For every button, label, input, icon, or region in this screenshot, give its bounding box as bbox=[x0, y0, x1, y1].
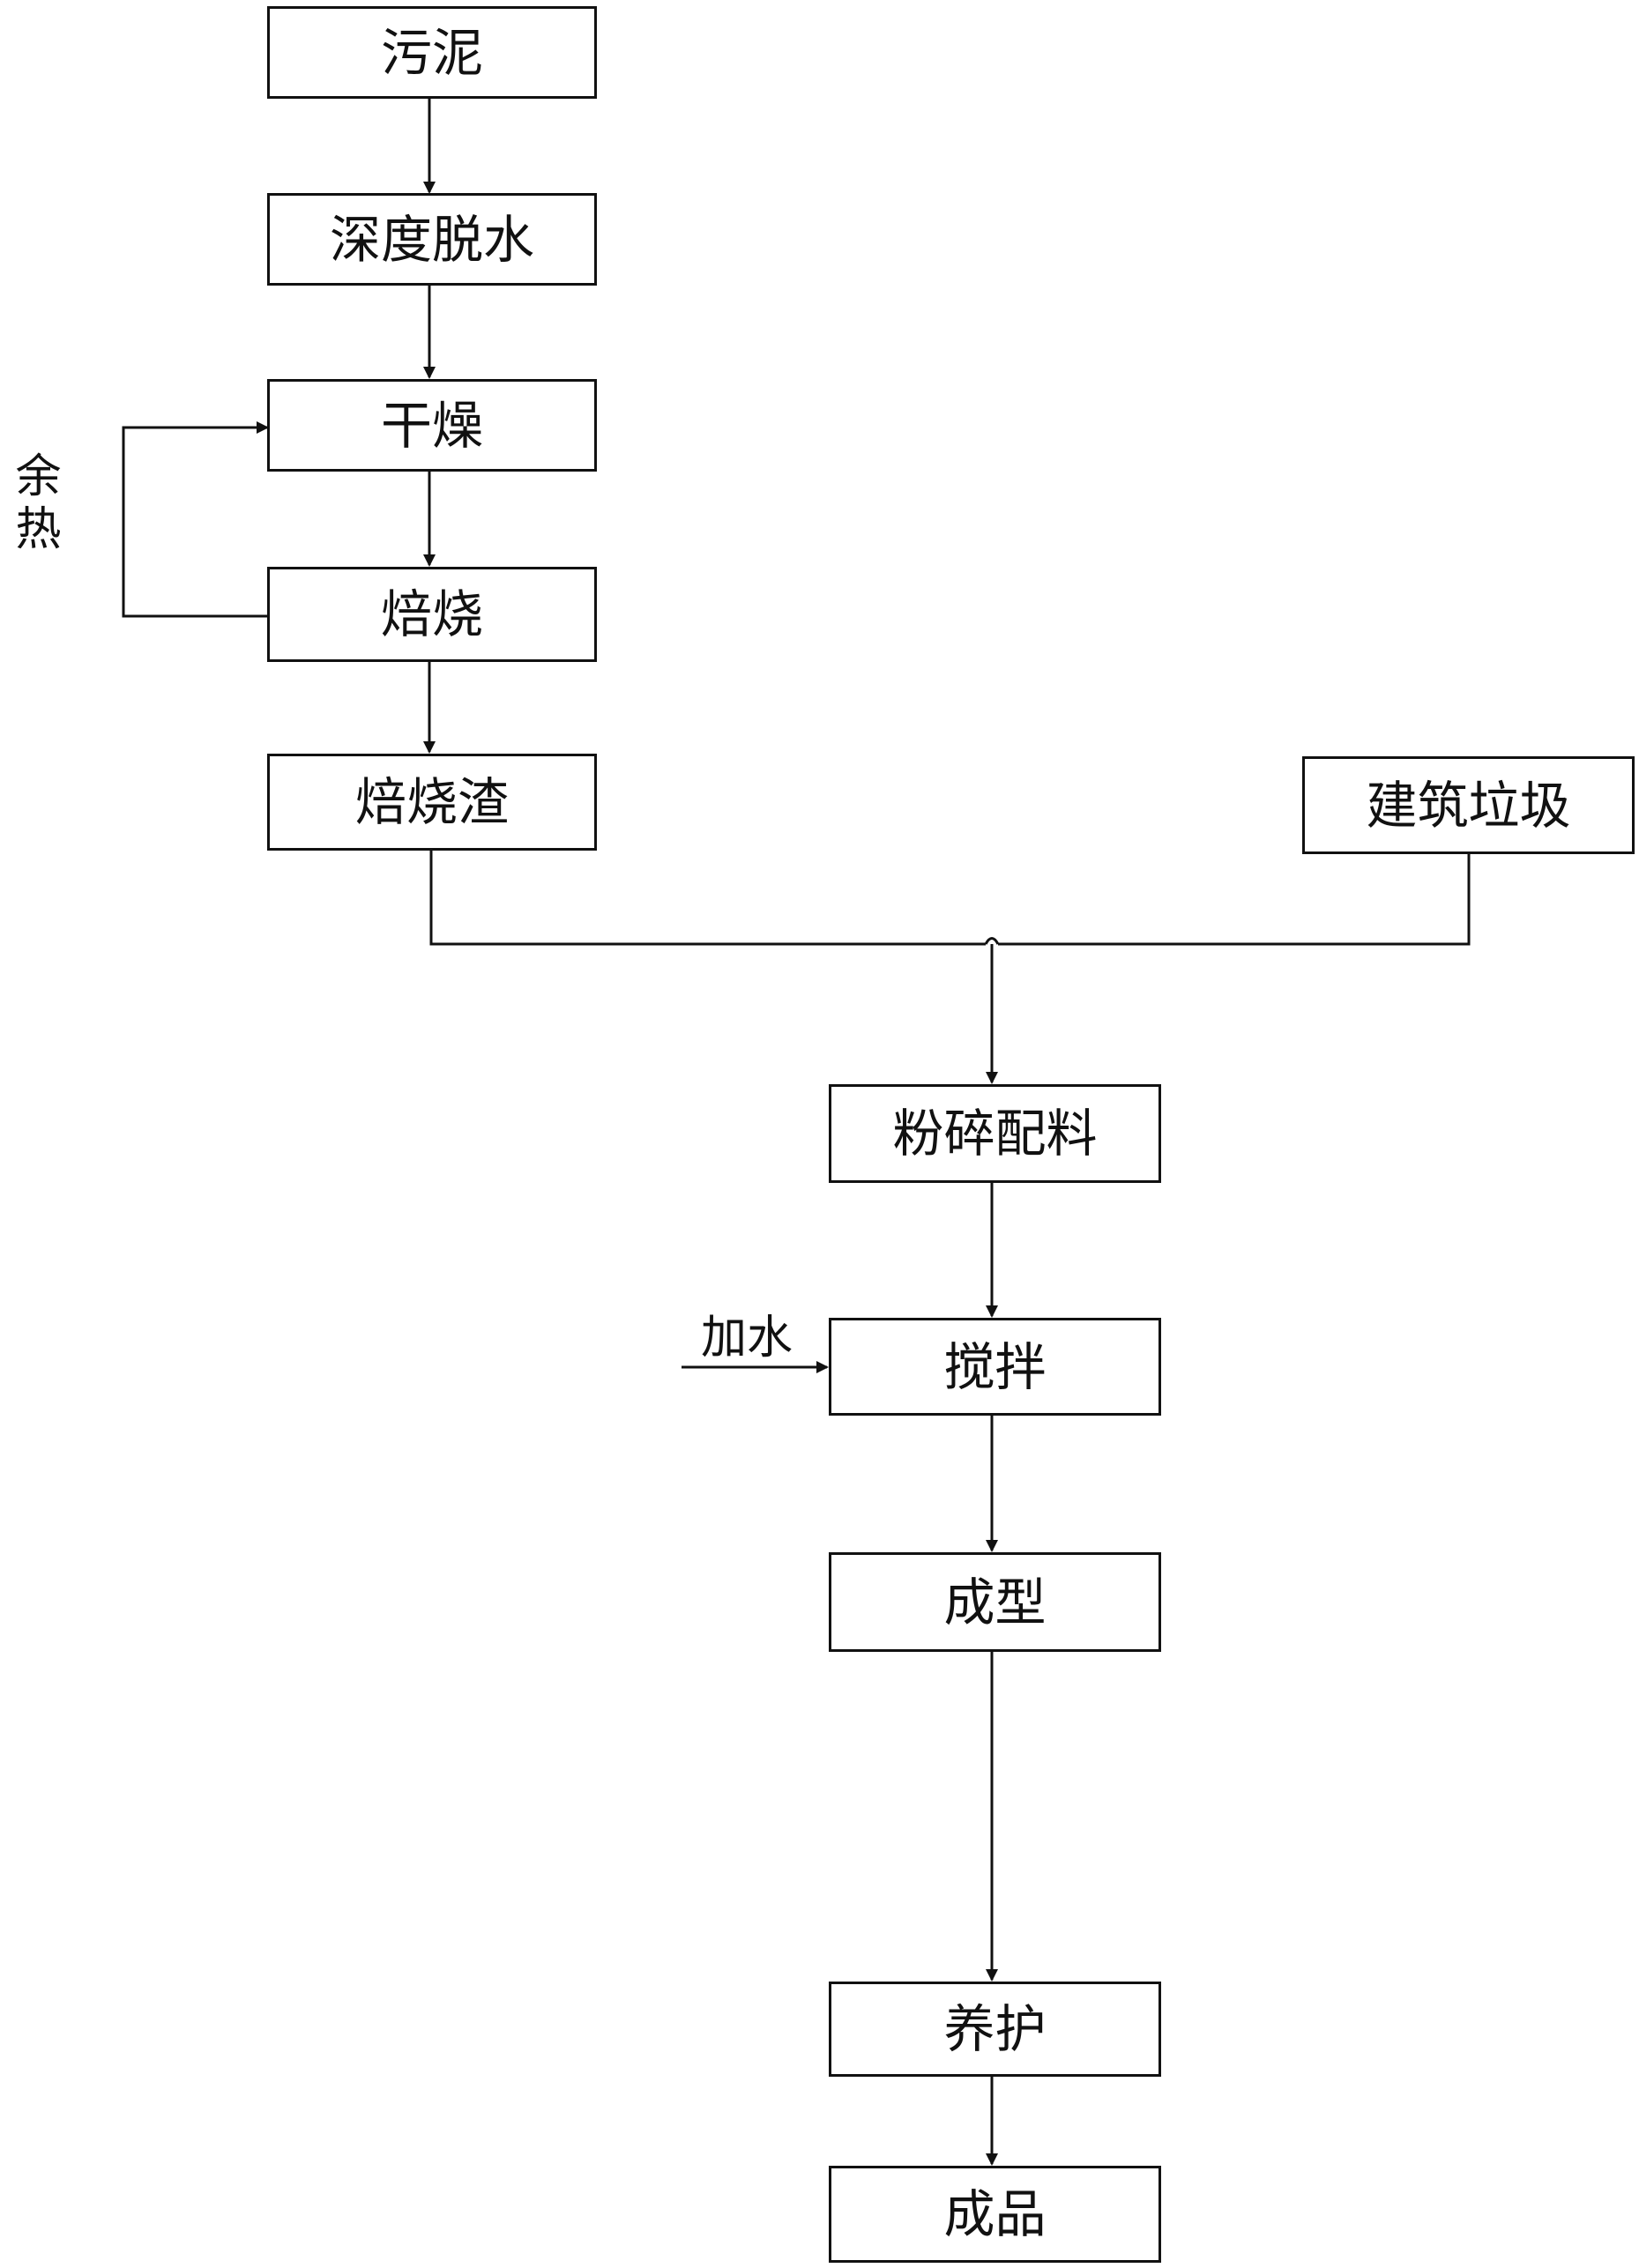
waste-heat-label: 余热 bbox=[7, 451, 60, 557]
finished-product-box: 成品 bbox=[829, 2166, 1161, 2263]
construction-waste-box: 建筑垃圾 bbox=[1302, 756, 1635, 854]
curing-box: 养护 bbox=[829, 1982, 1161, 2077]
construction-waste-merge-line bbox=[998, 854, 1471, 946]
forming-box: 成型 bbox=[829, 1552, 1161, 1652]
slag-merge-line bbox=[429, 851, 986, 946]
waste-heat-return-line bbox=[122, 421, 269, 618]
roasting-box: 焙烧 bbox=[267, 567, 597, 662]
roasting-slag-box: 焙烧渣 bbox=[267, 754, 597, 851]
crushing-batching-box: 粉碎配料 bbox=[829, 1084, 1161, 1183]
mixing-box: 搅拌 bbox=[829, 1318, 1161, 1416]
line-crossover-bump bbox=[984, 937, 1000, 945]
add-water-label: 加水 bbox=[701, 1312, 793, 1365]
drying-box: 干燥 bbox=[267, 379, 597, 472]
deep-dewatering-box: 深度脱水 bbox=[267, 193, 597, 286]
sludge-box: 污泥 bbox=[267, 6, 597, 99]
